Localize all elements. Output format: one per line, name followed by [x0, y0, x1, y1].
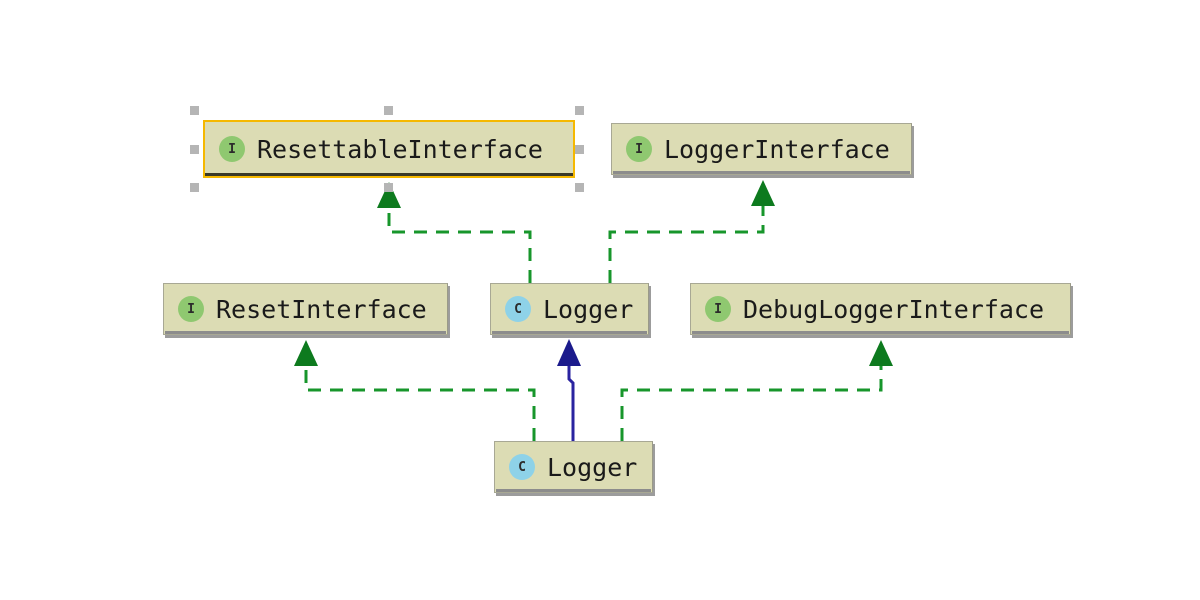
handle-top-center[interactable]	[384, 106, 393, 115]
realization-bottom-logger-to-debug-logger-interface[interactable]	[620, 340, 893, 441]
generalization-bottom-logger-to-middle-logger-line	[567, 365, 575, 441]
uml-node-resettable-interface[interactable]: I ResettableInterface	[203, 120, 575, 178]
interface-badge-icon: I	[178, 296, 204, 322]
realization-logger-to-logger-interface-arrowhead	[751, 180, 775, 206]
uml-node-logger-interface[interactable]: I LoggerInterface	[611, 123, 912, 175]
uml-node-reset-interface[interactable]: I ResetInterface	[163, 283, 448, 335]
generalization-bottom-logger-to-middle-logger[interactable]	[557, 339, 581, 441]
class-badge-icon: C	[505, 296, 531, 322]
uml-node-bottom-rule	[205, 173, 573, 176]
handle-bottom-center[interactable]	[384, 183, 393, 192]
uml-node-logger-class-middle[interactable]: C Logger	[490, 283, 649, 335]
uml-node-label: LoggerInterface	[664, 134, 890, 164]
interface-badge-icon: I	[705, 296, 731, 322]
handle-bottom-right[interactable]	[575, 183, 584, 192]
uml-node-label: DebugLoggerInterface	[743, 294, 1045, 324]
uml-node-logger-class-bottom[interactable]: C Logger	[494, 441, 653, 493]
realization-bottom-logger-to-debug-logger-interface-arrowhead	[869, 340, 893, 366]
class-badge-icon: C	[509, 454, 535, 480]
handle-top-left[interactable]	[190, 106, 199, 115]
realization-logger-to-logger-interface[interactable]	[608, 180, 775, 283]
uml-node-bottom-rule	[692, 331, 1069, 334]
handle-middle-right[interactable]	[575, 145, 584, 154]
handle-middle-left[interactable]	[190, 145, 199, 154]
handle-top-right[interactable]	[575, 106, 584, 115]
uml-node-bottom-rule	[165, 331, 446, 334]
realization-bottom-logger-to-reset-interface-line	[304, 365, 536, 441]
generalization-bottom-logger-to-middle-logger-arrowhead	[557, 339, 581, 366]
uml-node-label: Logger	[543, 294, 634, 324]
uml-node-debug-logger-interface[interactable]: I DebugLoggerInterface	[690, 283, 1071, 335]
uml-node-bottom-rule	[613, 171, 910, 174]
uml-node-bottom-rule	[496, 489, 651, 492]
uml-node-label: Logger	[547, 452, 638, 482]
realization-logger-to-resettable-interface[interactable]	[377, 182, 532, 283]
uml-node-label: ResettableInterface	[257, 134, 543, 164]
realization-bottom-logger-to-debug-logger-interface-line	[620, 365, 883, 441]
uml-node-bottom-rule	[492, 331, 647, 334]
interface-badge-icon: I	[626, 136, 652, 162]
uml-node-label: ResetInterface	[216, 294, 427, 324]
realization-logger-to-logger-interface-line	[608, 205, 765, 283]
interface-badge-icon: I	[219, 136, 245, 162]
realization-bottom-logger-to-reset-interface-arrowhead	[294, 340, 318, 366]
realization-bottom-logger-to-reset-interface[interactable]	[294, 340, 536, 441]
handle-bottom-left[interactable]	[190, 183, 199, 192]
realization-logger-to-resettable-interface-line	[387, 207, 532, 283]
